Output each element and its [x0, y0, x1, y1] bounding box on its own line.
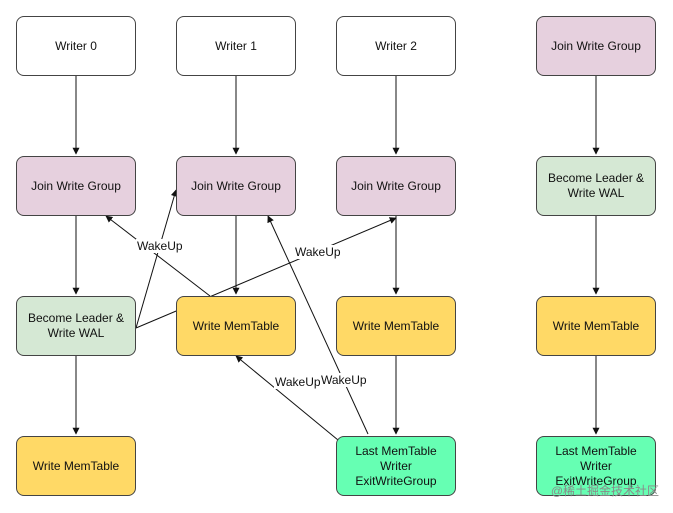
- node-writer-0: Writer 0: [16, 16, 136, 76]
- node-write-memtable-right: Write MemTable: [536, 296, 656, 356]
- node-join-write-group-right: Join Write Group: [536, 16, 656, 76]
- edge-label-wakeup-c: WakeUp: [274, 375, 322, 389]
- node-write-memtable-2: Write MemTable: [336, 296, 456, 356]
- node-write-memtable-1: Write MemTable: [176, 296, 296, 356]
- node-join-write-group-1: Join Write Group: [176, 156, 296, 216]
- edge-wakeup-last2-mem1: [235, 355, 339, 441]
- edge-label-wakeup-b: WakeUp: [294, 245, 342, 259]
- watermark-text: @稀土掘金技术社区: [550, 484, 659, 498]
- edge-label-wakeup-a: WakeUp: [136, 239, 184, 253]
- edge-wakeup-last2-join1: [267, 215, 369, 435]
- node-become-leader-0: Become Leader & Write WAL: [16, 296, 136, 356]
- edge-wakeup-leader-join1: [135, 189, 178, 329]
- node-join-write-group-2: Join Write Group: [336, 156, 456, 216]
- edge-wakeup-mem1-join0: [105, 215, 211, 297]
- node-join-write-group-0: Join Write Group: [16, 156, 136, 216]
- node-write-memtable-0: Write MemTable: [16, 436, 136, 496]
- node-writer-2: Writer 2: [336, 16, 456, 76]
- node-become-leader-right: Become Leader & Write WAL: [536, 156, 656, 216]
- node-writer-1: Writer 1: [176, 16, 296, 76]
- edge-label-wakeup-d: WakeUp: [320, 373, 368, 387]
- node-last-memtable-writer-2: Last MemTable Writer ExitWriteGroup: [336, 436, 456, 496]
- node-last-memtable-writer-right: Last MemTable Writer ExitWriteGroup: [536, 436, 656, 496]
